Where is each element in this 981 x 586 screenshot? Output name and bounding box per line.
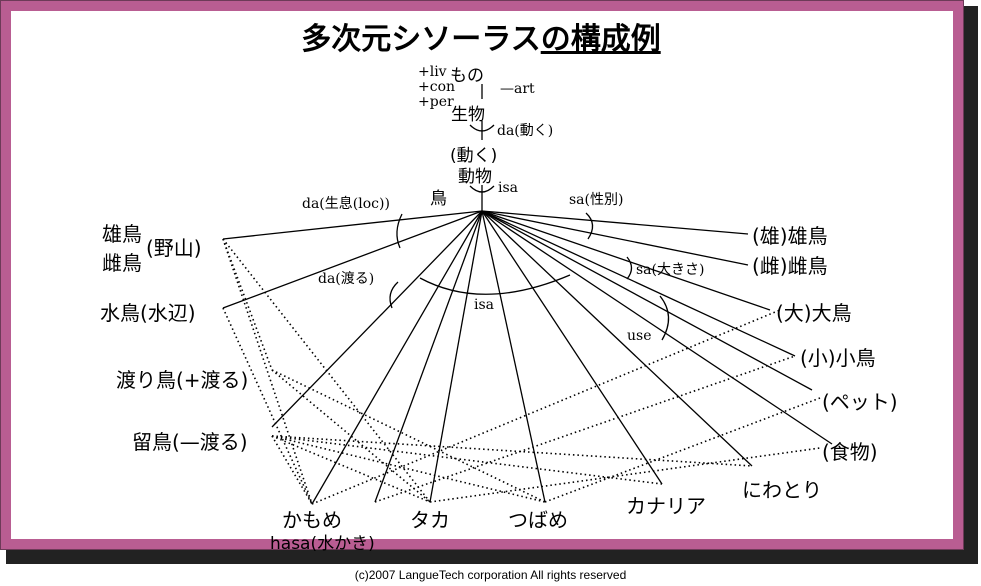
solid-link-13 [481, 210, 749, 266]
rel-da-seisoku: da(生息(loc)) [302, 196, 390, 212]
node-wataridori: 渡り鳥(+渡る) [116, 368, 249, 392]
arc-sa-ookisa [626, 256, 633, 280]
rel-isa-top: isa [498, 180, 519, 196]
dotted-link-7 [271, 435, 431, 503]
node-kamome: かもめ [282, 508, 342, 532]
node-mizudori: 水鳥(水辺) [100, 301, 196, 325]
arc-da-ugoku [469, 124, 495, 132]
solid-link-7 [481, 210, 663, 485]
arc-isa-center [419, 274, 571, 295]
node-ryuucho: 留鳥(—渡る) [132, 430, 248, 454]
node-shicho: 雌鳥 [102, 251, 142, 275]
dotted-link-6 [271, 435, 313, 505]
rel-da-ugoku: da(動く) [497, 123, 554, 139]
rel-use: use [627, 328, 652, 344]
arc-sa-seibetsu [585, 212, 594, 240]
rel-sa-seibetsu: sa(性別) [569, 192, 624, 208]
solid-link-2 [271, 210, 483, 428]
node-tori: 鳥 [430, 189, 447, 209]
node-kotori: (小)小鳥 [800, 346, 876, 370]
solid-link-1 [222, 210, 483, 309]
node-pet: (ペット) [822, 390, 898, 414]
node-kanaria: カナリア [626, 494, 706, 518]
node-tsubame: つばめ [508, 508, 568, 532]
node-niwatori: にわとり [742, 478, 822, 502]
copyright-footer: (c)2007 LangueTech corporation All right… [354, 568, 627, 582]
node-shokumotsu: (食物) [822, 440, 878, 464]
node-osu: (雄)雄鳥 [752, 224, 828, 248]
dotted-link-4 [271, 369, 546, 503]
solid-link-0 [222, 210, 483, 240]
solid-link-9 [481, 210, 833, 445]
node-yama: (野山) [146, 236, 202, 260]
title-main: 多次元シソーラス [301, 22, 541, 57]
dotted-link-5 [271, 369, 431, 503]
solid-link-6 [481, 210, 546, 503]
node-ugoku: (動く) [450, 146, 498, 166]
dotted-link-11 [311, 309, 781, 505]
arc-da-seisoku [396, 213, 403, 249]
solid-link-8 [481, 210, 753, 467]
node-ootori: (大)大鳥 [776, 301, 852, 325]
dotted-link-8 [271, 435, 546, 503]
solid-link-4 [374, 210, 483, 503]
arc-use [659, 295, 670, 341]
arc-da-wataru [389, 281, 399, 309]
dotted-link-9 [271, 435, 753, 467]
prop-liv: +liv [418, 64, 447, 80]
node-doubutsu: 動物 [458, 167, 492, 187]
rel-sa-ookisa: sa(大きさ) [636, 262, 705, 278]
dotted-link-3 [222, 307, 313, 505]
solid-link-3 [311, 210, 483, 505]
solid-link-14 [481, 210, 749, 235]
prop-art: —art [500, 81, 535, 97]
dotted-link-2 [222, 238, 431, 503]
dotted-link-1 [222, 238, 313, 505]
page-title: 多次元シソーラスの構成例 [0, 14, 962, 58]
node-mono: もの [450, 66, 484, 86]
node-seibutsu: 生物 [451, 105, 485, 125]
solid-link-11 [481, 210, 796, 357]
solid-link-5 [429, 210, 483, 503]
node-yuucho: 雄鳥 [102, 222, 142, 246]
node-hasa: hasa(水かき) [270, 534, 375, 554]
dotted-link-0 [222, 238, 273, 371]
title-underlined: の構成例 [540, 22, 661, 57]
node-taka: タカ [410, 508, 450, 532]
prop-con: +con [418, 79, 456, 95]
rel-isa-center: isa [474, 297, 495, 313]
arc-isa-top [469, 185, 495, 193]
node-mesu: (雌)雌鳥 [752, 254, 828, 278]
solid-link-10 [481, 210, 813, 391]
solid-link-12 [481, 210, 771, 311]
rel-da-wataru: da(渡る) [318, 271, 375, 287]
prop-per: +per [418, 94, 454, 110]
